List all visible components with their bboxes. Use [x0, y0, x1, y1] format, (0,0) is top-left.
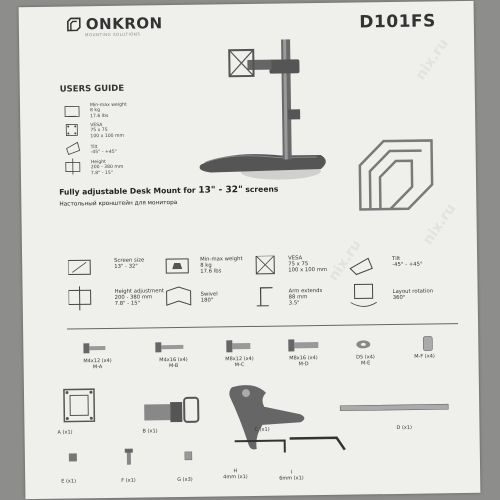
height-adjust-icon — [68, 286, 92, 311]
tilt-icon — [349, 257, 373, 276]
small-spec-tilt: Tilt-45° - +45° — [90, 145, 118, 156]
vesa-icon — [65, 123, 78, 136]
washer-icon — [356, 340, 371, 349]
watermark: nix.ru — [412, 35, 452, 83]
instruction-sheet: nix.ru nix.ru nix.ru ONKRON MOUNTING SOL… — [18, 0, 481, 500]
spacer-label: M-F (x4) — [414, 353, 435, 360]
brand-name: ONKRON — [85, 14, 163, 34]
part-c-label: C (x1) — [254, 426, 270, 433]
screw-illustrations — [83, 336, 433, 354]
product-illustration — [199, 39, 326, 180]
screw-m4x16-icon — [155, 342, 184, 353]
part-g-label: G (x3) — [177, 476, 193, 484]
pole-icon — [339, 403, 449, 412]
brand-logo: ONKRON — [66, 14, 163, 34]
swivel-icon — [166, 286, 192, 306]
height-icon — [65, 158, 81, 175]
screw-label-m8x16: M8x16 (x4)M-D — [289, 355, 318, 368]
screw-m8x12-icon — [226, 340, 251, 353]
bolt-e-icon — [68, 453, 77, 462]
screw-m4x12-icon — [83, 343, 106, 354]
layout-rotation-icon — [350, 283, 377, 307]
screw-m8x16-icon — [288, 339, 319, 352]
onkron-logo-icon — [66, 17, 81, 32]
washer-label: D5 (x4)M-E — [356, 354, 375, 367]
small-spec-icons — [64, 105, 81, 175]
part-e-label: E (x1) — [61, 478, 77, 485]
weight-icon — [165, 258, 189, 274]
tagline-russian: Настольный кронштейн для монитора — [59, 200, 178, 208]
arm-extend-icon — [256, 287, 273, 307]
part-f-label: F (x1) — [121, 477, 136, 484]
screen-size-icon — [68, 259, 91, 276]
weight-icon — [64, 105, 80, 118]
parts-frame — [67, 323, 459, 330]
parts-illustrations — [63, 385, 449, 465]
vesa-plate-icon — [63, 388, 96, 423]
bolt-g-icon — [184, 451, 193, 461]
spec-icons — [68, 255, 377, 311]
screw-label-m8x12: M8x12 (x4)M-C — [225, 355, 254, 369]
spec-tilt: Tilt-45° - +45° — [392, 255, 423, 269]
onkron-large-logo-icon — [358, 139, 434, 211]
guide-title: USERS GUIDE — [59, 83, 125, 95]
bracket-icon — [144, 396, 200, 423]
tagline: Fully adjustable Desk Mount for 13" - 32… — [59, 184, 279, 197]
brand-subtitle: MOUNTING SOLUTIONS — [84, 31, 141, 38]
spacer-icon — [422, 336, 433, 351]
tilt-icon — [66, 141, 81, 156]
part-b-label: B (x1) — [142, 428, 158, 435]
hex-key-6mm-icon — [289, 436, 346, 451]
part-a-label: A (x1) — [57, 429, 73, 436]
model-number: D101FS — [359, 11, 436, 33]
hex-key-4mm-icon — [234, 439, 286, 453]
screw-label-m4x16: M4x16 (x4)M-B — [159, 356, 188, 370]
part-d-label: D (x1) — [396, 424, 413, 431]
vesa-icon — [255, 255, 275, 275]
bolt-f-icon — [124, 448, 133, 465]
base-icon — [229, 385, 305, 450]
screw-label-m4x12: M4x12 (x4)M-A — [83, 357, 112, 371]
